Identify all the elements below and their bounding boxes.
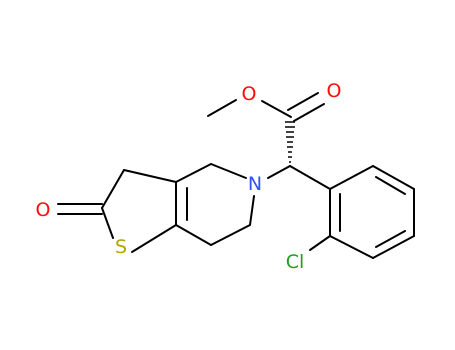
nitrogen-label: N <box>248 173 262 195</box>
ester-oxygen-label: O <box>242 83 257 105</box>
bond <box>131 224 177 253</box>
carbonyl-oxygen-label: O <box>327 80 342 102</box>
bond <box>375 176 406 195</box>
bond <box>309 235 331 251</box>
bond <box>372 235 415 259</box>
sulfur-label: S <box>115 236 127 258</box>
bond <box>123 169 177 183</box>
bond <box>289 165 331 190</box>
bond <box>101 207 114 239</box>
bond <box>101 169 125 209</box>
bond <box>207 99 237 117</box>
bond <box>372 165 415 190</box>
bond <box>329 235 374 259</box>
atom-labels: O O N O S Cl <box>36 80 342 273</box>
bond <box>210 163 247 179</box>
hashed-wedge-bond <box>285 121 295 163</box>
bond <box>261 100 292 118</box>
bond <box>267 165 291 179</box>
bond <box>329 165 374 190</box>
bond <box>175 163 212 183</box>
bond <box>375 230 406 248</box>
bond <box>287 92 319 111</box>
bond <box>249 195 255 226</box>
bond <box>210 224 251 246</box>
bond <box>293 103 325 122</box>
bond-layer <box>57 92 415 259</box>
lactone-oxygen-label: O <box>36 199 51 221</box>
bond <box>175 224 212 246</box>
chlorine-label: Cl <box>286 251 305 273</box>
